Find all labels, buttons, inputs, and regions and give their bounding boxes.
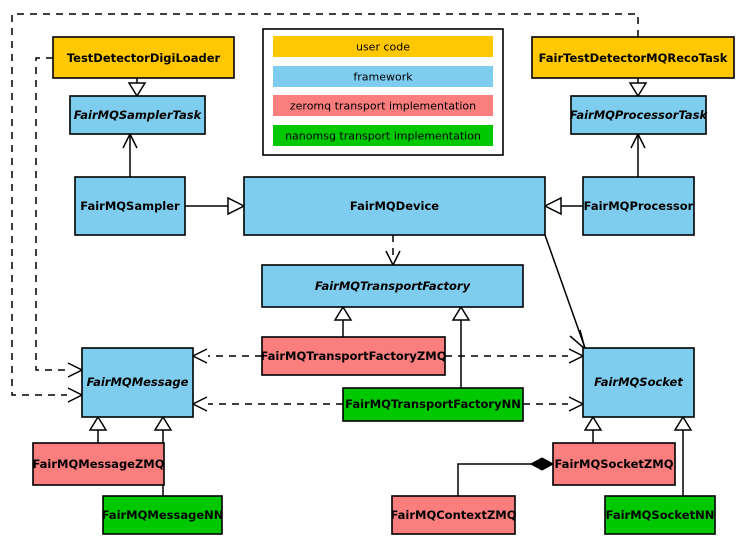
edges-layer (11, 13, 693, 496)
edge-processor-to-device (543, 196, 583, 216)
node-box-fairmq-socket[interactable] (582, 347, 695, 418)
legend-swatch-zeromq (273, 95, 493, 116)
edge-sampler-inherits-samplertask (122, 132, 138, 177)
node-fairmq-message[interactable]: FairMQMessage (81, 347, 194, 418)
node-box-fairmq-sampler-task[interactable] (69, 95, 206, 135)
node-fairmq-sampler-task[interactable]: FairMQSamplerTask (69, 95, 206, 135)
legend-box: user code framework zeromq transport imp… (262, 28, 504, 156)
edge-device-uses-transportfactory (385, 235, 401, 267)
edge-messagezmq-inherits-message (88, 415, 108, 443)
node-fairmq-socket-zmq[interactable]: FairMQSocketZMQ (552, 442, 676, 486)
edge-factorynn-creates-socket (523, 396, 585, 412)
node-fairmq-message-nn[interactable]: FairMQMessageNN (102, 495, 224, 535)
node-box-fairmq-transport-factory-zmq[interactable] (261, 336, 446, 376)
edge-factoryzmq-creates-message (191, 348, 262, 364)
node-fairmq-device[interactable]: FairMQDevice (243, 176, 546, 236)
node-box-fair-test-detector-mq-reco-task[interactable] (531, 36, 735, 79)
node-box-test-detector-digi-loader[interactable] (52, 36, 235, 79)
node-box-fairmq-message[interactable] (81, 347, 194, 418)
edge-factoryzmq-creates-socket (445, 348, 585, 364)
edge-device-uses-socket (544, 234, 587, 352)
node-box-fairmq-transport-factory[interactable] (261, 264, 524, 308)
legend-item-nanomsg: nanomsg transport implementation (273, 125, 493, 146)
legend-item-zeromq: zeromq transport implementation (273, 95, 493, 116)
edge-sampler-to-device (185, 196, 246, 216)
node-fairmq-transport-factory-nn[interactable]: FairMQTransportFactoryNN (342, 387, 524, 422)
legend-swatch-framework (273, 66, 493, 87)
node-box-fairmq-socket-zmq[interactable] (552, 442, 676, 486)
node-box-fairmq-transport-factory-nn[interactable] (342, 387, 524, 422)
node-fairmq-socket-nn[interactable]: FairMQSocketNN (604, 495, 716, 535)
edge-socketzmq-inherits-socket (583, 415, 603, 443)
node-fairmq-processor-task[interactable]: FairMQProcessorTask (570, 95, 709, 135)
node-box-fairmq-device[interactable] (243, 176, 546, 236)
edge-factorynn-inherits-factory (451, 305, 471, 388)
node-box-fairmq-context-zmq[interactable] (391, 495, 516, 535)
edge-socketnn-inherits-socket (673, 415, 693, 496)
node-box-fairmq-processor[interactable] (582, 176, 695, 236)
node-fairmq-processor[interactable]: FairMQProcessor (582, 176, 695, 236)
edge-digiloader-inherits-samplertask (127, 78, 147, 98)
node-fairmq-socket[interactable]: FairMQSocket (582, 347, 695, 418)
node-box-fairmq-message-zmq[interactable] (32, 442, 165, 486)
edge-socketzmq-composes-contextzmq (457, 457, 555, 496)
legend-item-framework: framework (273, 66, 493, 87)
node-fairmq-sampler[interactable]: FairMQSampler (74, 176, 186, 236)
node-box-fairmq-sampler[interactable] (74, 176, 186, 236)
node-fairmq-context-zmq[interactable]: FairMQContextZMQ (390, 495, 517, 535)
edge-factoryzmq-inherits-factory (333, 305, 353, 337)
node-box-fairmq-processor-task[interactable] (570, 95, 707, 135)
legend-swatch-user-code (273, 36, 493, 57)
legend-item-user-code: user code (273, 36, 493, 57)
node-fairmq-transport-factory-zmq[interactable]: FairMQTransportFactoryZMQ (260, 336, 447, 376)
node-fair-test-detector-mq-reco-task[interactable]: FairTestDetectorMQRecoTask (531, 36, 735, 79)
edge-recotask-inherits-processortask (628, 78, 648, 98)
node-test-detector-digi-loader[interactable]: TestDetectorDigiLoader (52, 36, 235, 79)
edge-processor-to-processortask (630, 132, 646, 177)
node-fairmq-message-zmq[interactable]: FairMQMessageZMQ (32, 442, 165, 486)
node-box-fairmq-message-nn[interactable] (102, 495, 223, 535)
edge-factorynn-creates-message (191, 396, 343, 412)
node-box-fairmq-socket-nn[interactable] (604, 495, 716, 535)
legend-swatch-nanomsg (273, 125, 493, 146)
node-fairmq-transport-factory[interactable]: FairMQTransportFactory (261, 264, 524, 308)
